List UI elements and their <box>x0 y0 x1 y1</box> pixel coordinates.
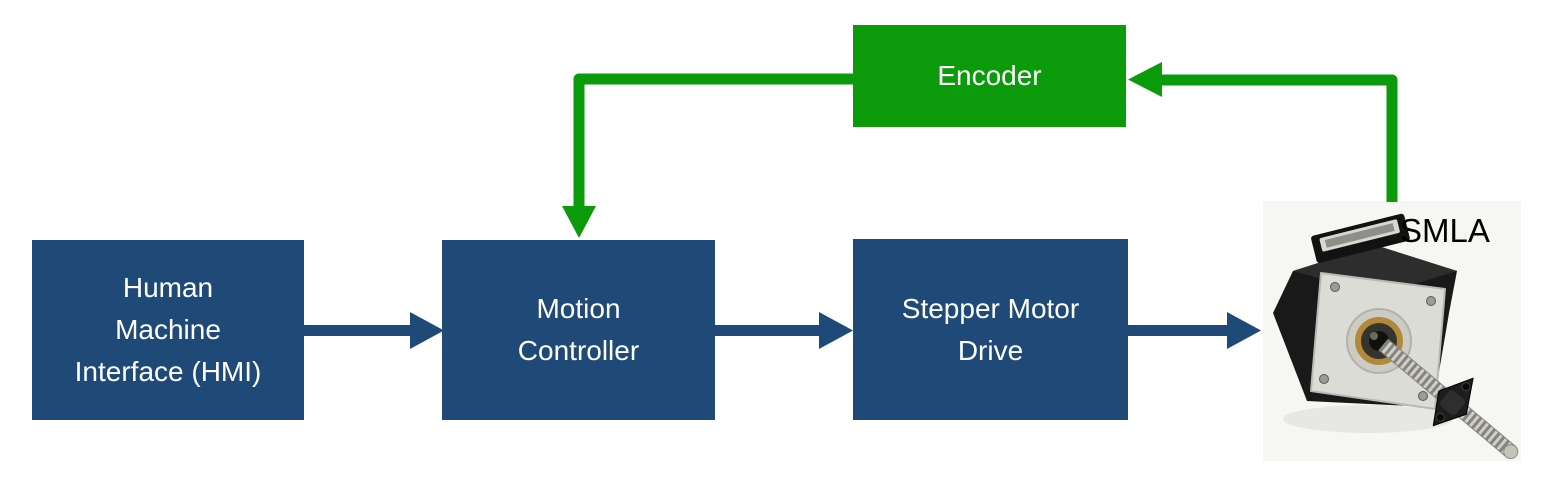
node-label-line: Drive <box>957 334 1024 366</box>
arrow-stepper-to-smla <box>1128 312 1261 349</box>
node-stepper-motor-drive: Stepper Motor Drive <box>853 239 1128 420</box>
smla-actuator-image <box>1262 201 1522 461</box>
node-label-line: Interface (HMI) <box>74 356 262 387</box>
node-label-line: Machine <box>115 314 221 345</box>
arrow-encoder-to-motion <box>562 73 853 238</box>
stepper-motor-linear-actuator-photo-icon <box>1263 201 1521 461</box>
node-label-line: Encoder <box>937 60 1042 91</box>
arrow-hmi-to-motion <box>304 312 444 349</box>
node-motion-controller: Motion Controller <box>442 240 715 420</box>
arrow-motion-to-stepper <box>715 312 853 349</box>
node-label-line: Human <box>122 272 214 303</box>
smla-label: SMLA <box>1400 212 1490 249</box>
node-label-line: Motion <box>536 293 621 324</box>
node-label-line: Stepper Motor <box>901 292 1080 324</box>
node-encoder: Encoder <box>853 25 1126 127</box>
node-label-line: Controller <box>517 335 640 366</box>
node-hmi: Human Machine Interface (HMI) <box>32 240 304 420</box>
arrow-smla-to-encoder <box>1128 62 1398 202</box>
